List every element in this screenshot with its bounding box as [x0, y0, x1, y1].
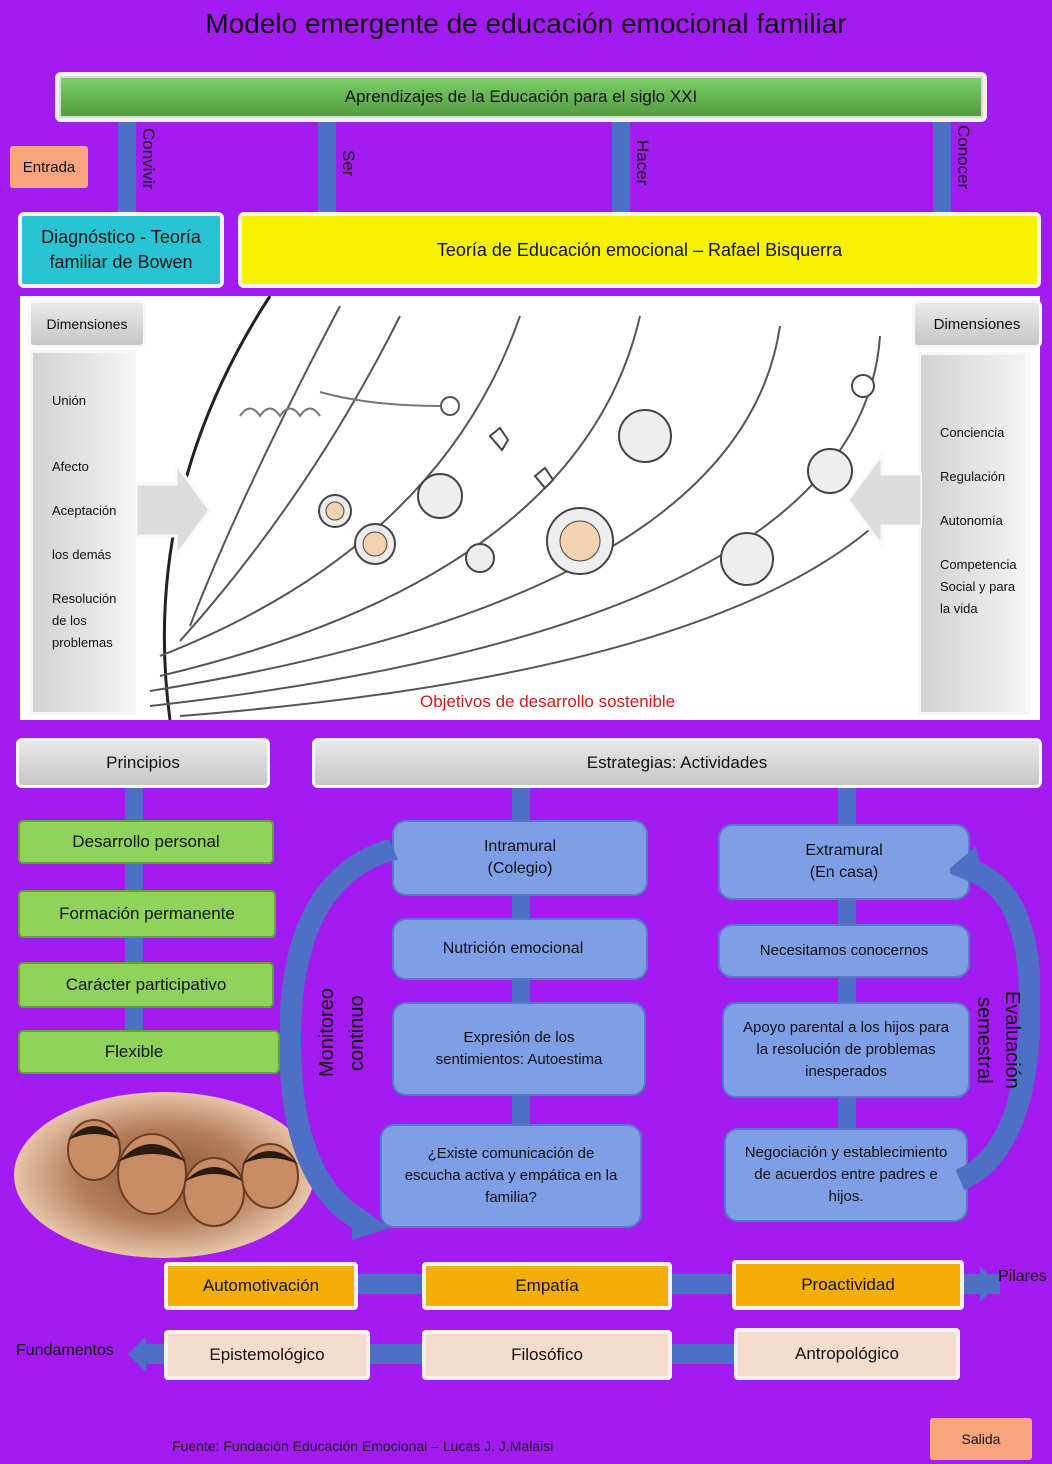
pillar-ser: Ser: [339, 150, 358, 177]
aprendizajes-bar: Aprendizajes de la Educación para el sig…: [55, 72, 987, 122]
principios-title: Principios: [16, 738, 270, 788]
right-dimensiones-title: Dimensiones: [912, 300, 1042, 348]
pillar-convivir: Convivir: [139, 128, 158, 190]
left-dimensiones-panel: [30, 350, 136, 715]
pilar-automotivacion: Automotivación: [164, 1262, 358, 1310]
connector-extra-3: [838, 1098, 856, 1128]
connector-intra-1: [512, 896, 530, 918]
intramural-box: Intramural (Colegio): [392, 820, 648, 896]
left-dim-aceptacion: Aceptación: [52, 503, 117, 518]
monitoreo-arrow-icon: [280, 840, 398, 1240]
extramural-box: Extramural (En casa): [718, 824, 970, 900]
pilares-label: Pilares: [998, 1268, 1047, 1285]
diagnostico-box: Diagnóstico - Teoría familiar de Bowen: [18, 212, 224, 288]
fundamento-antropologico: Antropológico: [734, 1328, 960, 1380]
connector-principios-2: [125, 864, 143, 890]
entrada-label: Entrada: [10, 146, 88, 188]
right-dimensiones-panel: [918, 352, 1030, 715]
left-arrow-icon: [136, 462, 212, 558]
left-dimensiones-title: Dimensiones: [28, 300, 146, 348]
principio-formacion-permanente: Formación permanente: [18, 890, 276, 938]
principio-flexible: Flexible: [18, 1030, 280, 1074]
family-faces-icon: [67, 1119, 299, 1227]
expresion-sentimientos-box: Expresión de los sentimientos: Autoestim…: [392, 1002, 646, 1096]
right-dim-autonomia: Autonomía: [940, 513, 1003, 528]
connector-intramural: [512, 788, 530, 820]
evaluacion-label-wrap: Evaluación semestral: [970, 975, 1032, 1105]
apoyo-parental-box: Apoyo parental a los hijos para la resol…: [722, 1002, 970, 1098]
estrategias-title: Estrategias: Actividades: [312, 738, 1042, 788]
salida-label: Salida: [930, 1418, 1032, 1460]
evaluacion-label: Evaluación semestral: [973, 991, 1023, 1089]
connector-convivir: [118, 122, 136, 214]
connector-hacer: [612, 122, 630, 214]
left-dim-union: Unión: [52, 393, 86, 408]
ods-label: Objetivos de desarrollo sostenible: [420, 692, 676, 711]
left-dim-resolucion: Resolución de los problemas: [52, 591, 117, 650]
family-photo: [14, 1092, 314, 1258]
teoria-box: Teoría de Educación emocional – Rafael B…: [238, 212, 1041, 288]
fuente-text: Fuente: Fundación Educación Emocional – …: [172, 1438, 554, 1454]
comunicacion-box: ¿Existe comunicación de escucha activa y…: [380, 1124, 642, 1228]
connector-extramural: [838, 788, 856, 824]
fundamento-epistemologico: Epistemológico: [164, 1330, 370, 1380]
left-dim-los-demas: los demás: [52, 547, 112, 562]
fundamento-filosofico: Filosófico: [422, 1330, 672, 1380]
connector-principios-3: [125, 938, 143, 962]
pilares-arrow-icon: [960, 1266, 998, 1302]
pillar-conocer: Conocer: [954, 125, 973, 190]
connector-principios-4: [125, 1008, 143, 1030]
connector-ser: [318, 122, 336, 214]
right-dim-conciencia: Conciencia: [940, 425, 1005, 440]
necesitamos-conocernos-box: Necesitamos conocernos: [718, 924, 970, 978]
right-arrow-icon: [846, 452, 922, 548]
connector-principios: [125, 788, 143, 820]
left-dim-afecto: Afecto: [52, 459, 89, 474]
monitoreo-label-wrap: Monitoreo continuo: [312, 968, 384, 1098]
pilar-empatia: Empatía: [422, 1262, 672, 1310]
pillar-hacer: Hacer: [633, 140, 652, 186]
evaluacion-arrow-icon: [950, 846, 1040, 1191]
negociacion-box: Negociación y establecimiento de acuerdo…: [724, 1128, 968, 1222]
pilar-proactividad: Proactividad: [732, 1260, 964, 1310]
connector-extra-2: [838, 978, 856, 1002]
connector-extra-1: [838, 900, 856, 924]
diagram-title: Modelo emergente de educación emocional …: [205, 8, 847, 39]
monitoreo-label: Monitoreo continuo: [316, 988, 368, 1078]
fundamentos-arrow-icon: [128, 1336, 166, 1372]
connector-conocer: [933, 122, 951, 214]
connector-intra-2: [512, 980, 530, 1002]
right-dim-competencia: Competencia Social y para la vida: [940, 557, 1017, 616]
connector-intra-3: [512, 1096, 530, 1124]
right-dim-regulacion: Regulación: [940, 469, 1006, 484]
nutricion-emocional-box: Nutrición emocional: [392, 918, 648, 980]
principio-desarrollo-personal: Desarrollo personal: [18, 820, 274, 864]
fundamentos-label: Fundamentos: [16, 1342, 114, 1359]
principio-caracter-participativo: Carácter participativo: [18, 962, 274, 1008]
